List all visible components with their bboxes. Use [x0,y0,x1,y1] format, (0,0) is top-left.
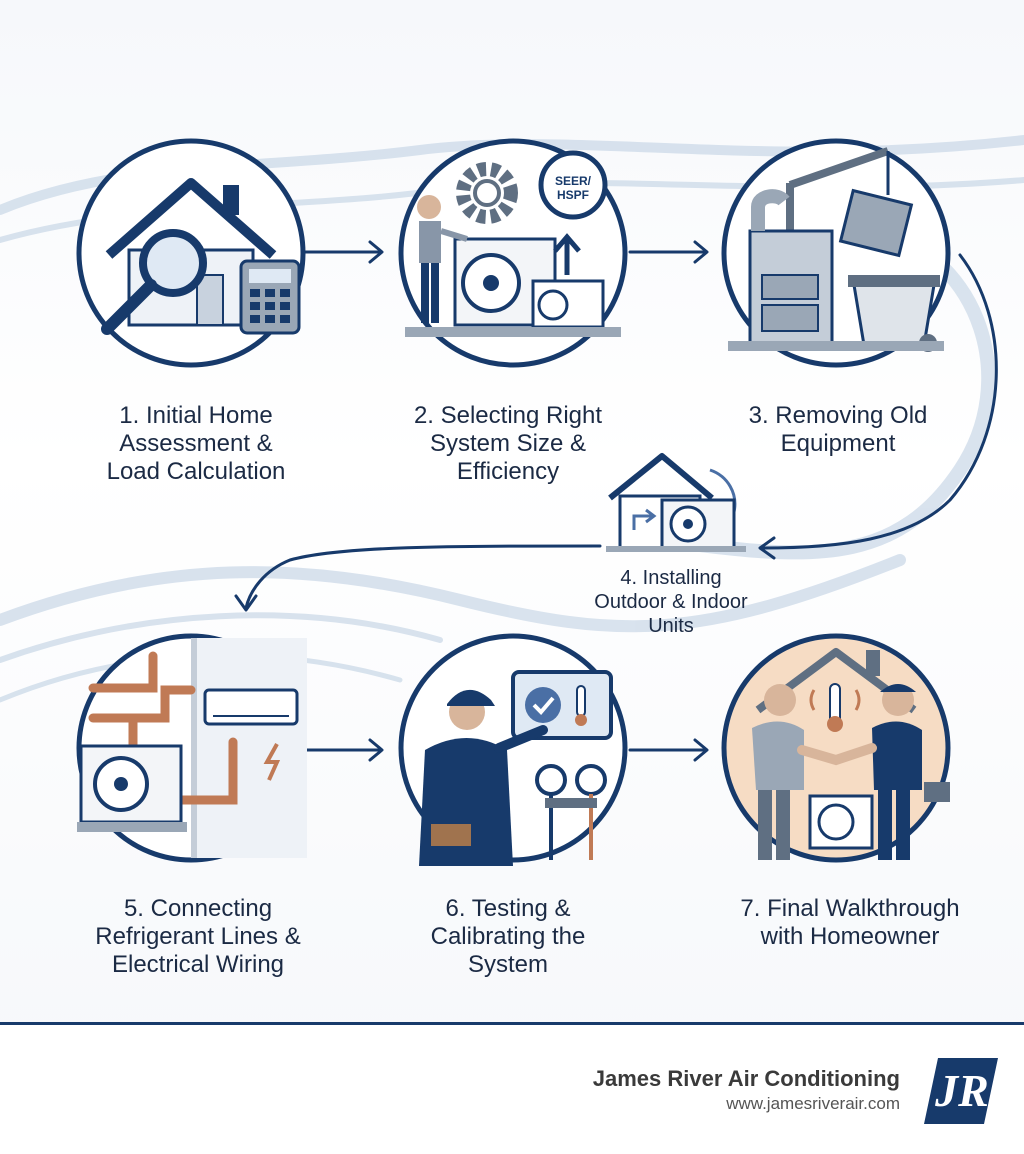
step-7-illustration [718,630,954,866]
step-3-label: 3. Removing Old Equipment [748,402,928,457]
gauge-label-line-1: SEER/ [555,174,592,188]
step-4-label: 4. Installing Outdoor & Indoor Units [594,567,748,637]
arrow-2-3 [628,240,709,264]
step-6-label: 6. Testing & Calibrating the System [430,895,586,978]
pipes-wall-unit-icon [76,633,307,863]
arrow-6-7 [628,738,709,762]
step-1-label: 1. Initial Home Assessment & Load Calcul… [106,402,286,485]
house-magnifier-calculator-icon [76,138,306,368]
crane-furnace-dumpster-icon [721,138,951,368]
technician-gauges-thermostat-icon [398,633,628,866]
step-2-illustration: SEER/ HSPF [395,135,631,371]
step-6-illustration [395,630,631,866]
company-url: www.jamesriverair.com [726,1094,900,1113]
step-7-label: 7. Final Walkthrough with Homeowner [740,895,960,950]
arrow-3-4 [758,253,998,560]
company-name: James River Air Conditioning [592,1066,900,1091]
handshake-homeowner-icon [721,633,951,863]
step-4-illustration [600,446,750,556]
footer [0,1025,1024,1154]
company-logo-text: JR [934,1065,989,1116]
footer-divider [0,1022,1024,1025]
step-2-label: 2. Selecting Right System Size & Efficie… [413,402,603,485]
arrow-1-2 [303,240,384,264]
gauge-label-line-2: HSPF [557,188,589,202]
technician-gear-gauge-icon: SEER/ HSPF [398,138,628,368]
arrow-5-6 [303,738,384,762]
step-5-illustration [73,630,309,866]
arrow-4-5 [234,544,602,612]
step-1-illustration [73,135,309,371]
company-logo-icon: JR [924,1058,998,1124]
step-5-label: 5. Connecting Refrigerant Lines & Electr… [95,895,301,978]
flow-arrows [234,240,998,762]
step-3-illustration [718,135,954,371]
house-outdoor-unit-icon [606,453,746,552]
